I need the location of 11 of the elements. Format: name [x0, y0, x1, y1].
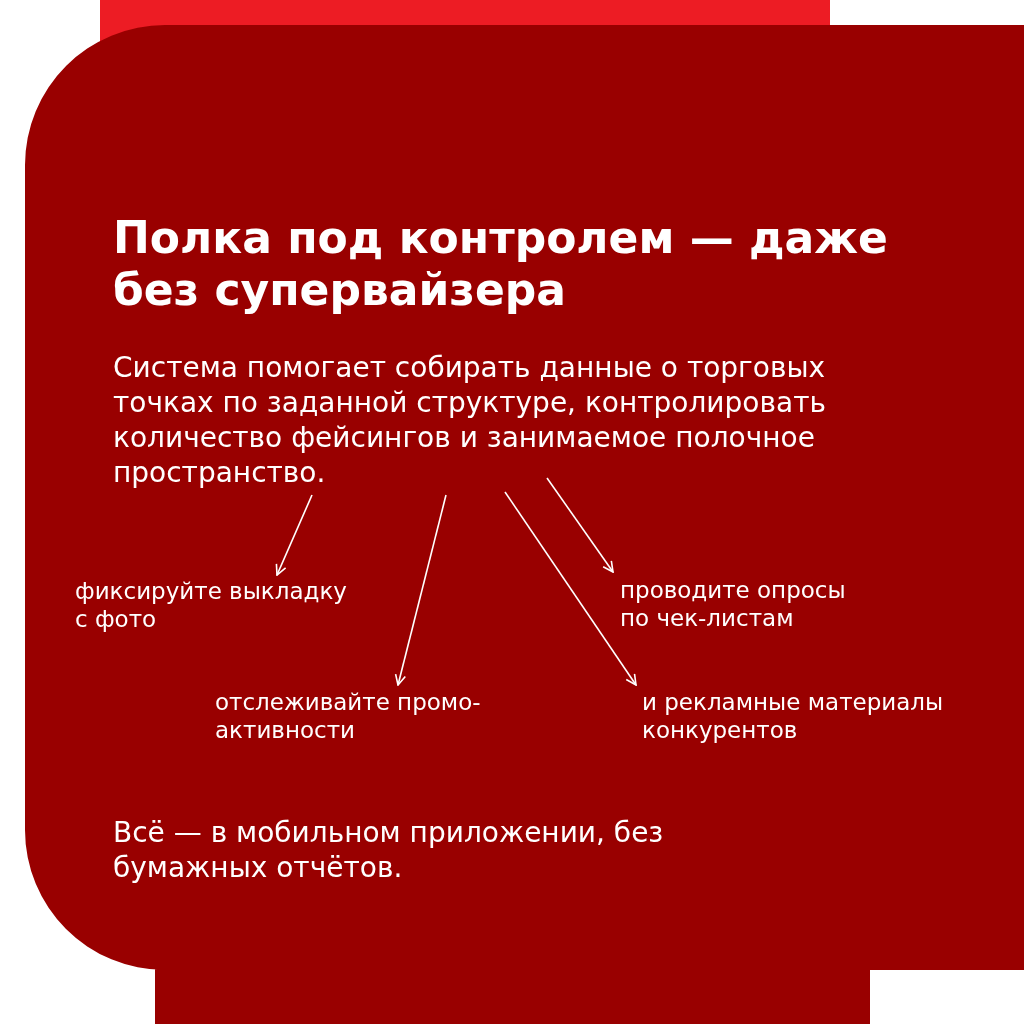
arrow	[504, 491, 637, 686]
feature-text: отслеживайте промо-активности	[215, 688, 545, 744]
footer-text: Всё — в мобильном приложении, без бумажных отчётов.	[113, 815, 665, 885]
arrow	[275, 494, 313, 576]
description-text: Система помогает собирать данные о торговых точках по заданной структуре, контролировать количество фейсингов и занимаемое полочное пространство.	[113, 350, 913, 490]
arrow	[394, 494, 447, 686]
feature-text: фиксируйте выкладку с фото	[75, 577, 355, 633]
arrow	[546, 477, 614, 573]
title: Полка под контролем — даже без супервайзера	[113, 212, 889, 316]
feature-text: и рекламные материалы конкурентов	[642, 688, 1012, 744]
feature-text: проводите опросы по чек-листам	[620, 576, 870, 632]
